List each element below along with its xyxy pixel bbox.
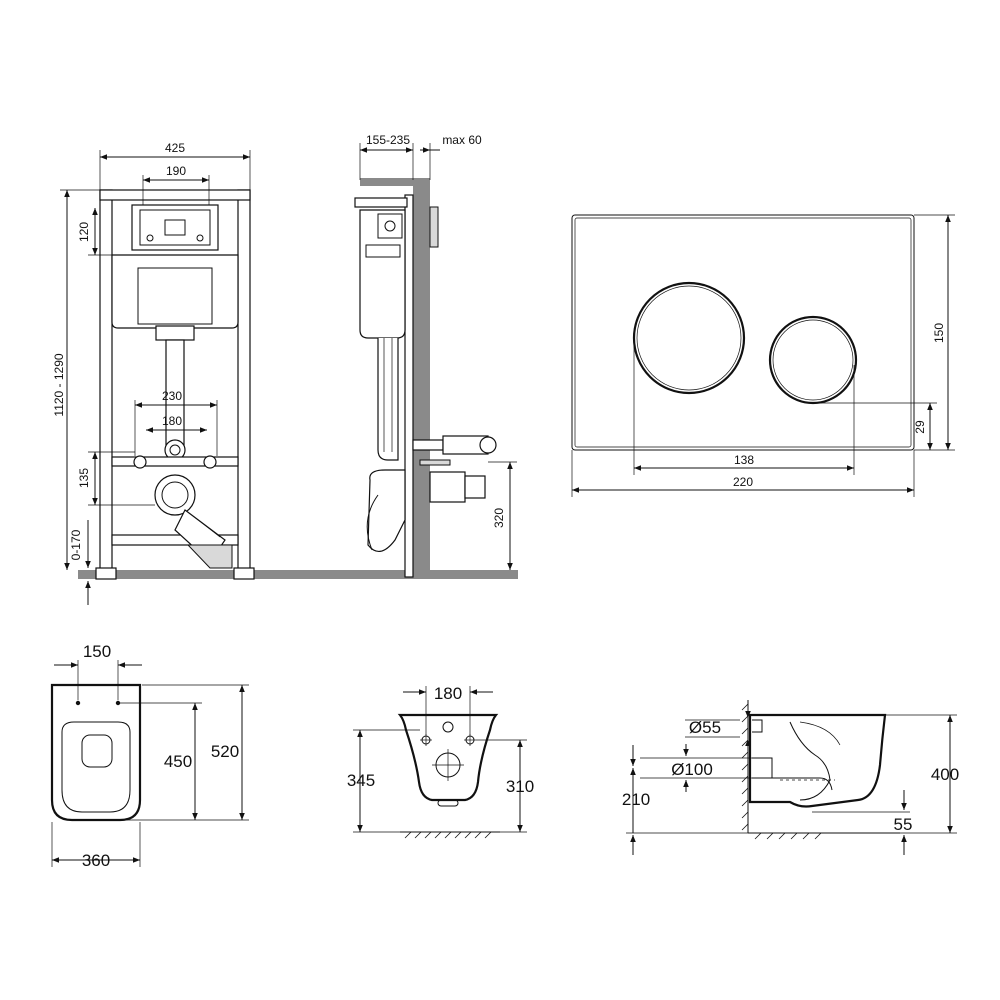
frame-front-view: 425 190 1120 - 1290 120 230 180 135 0-17…	[52, 141, 518, 605]
plate-height-label: 150	[932, 323, 946, 343]
bolt-outer-spacing-label: 230	[162, 389, 182, 403]
drain-bend	[367, 469, 406, 552]
outlet-height-side-label: 210	[622, 790, 650, 809]
leg-adjust-label: 0-170	[69, 529, 83, 560]
button-span-label: 138	[734, 453, 754, 467]
frame-side-view: 155-235 max 60 320	[354, 133, 517, 578]
bowl-top-view: 150 450 520 360	[50, 642, 249, 870]
bowl-inner-length-label: 450	[164, 752, 192, 771]
flush-plate	[571, 214, 915, 451]
top-offset-label: 120	[77, 222, 91, 242]
flush-opening	[131, 204, 219, 251]
bowl-bottom-label: 55	[894, 815, 913, 834]
outlet-height-label: 320	[492, 508, 506, 528]
frame-bottom-rail	[111, 534, 239, 546]
plate-width-label: 220	[733, 475, 753, 489]
bowl-rear-view: 180 345 310	[347, 684, 534, 839]
bowl-side-view: Ø55 Ø100 210 400 55	[622, 700, 959, 855]
frame-top-rail	[99, 189, 251, 201]
frame-depth-label: 155-235	[366, 133, 410, 147]
frame-right-upright	[237, 189, 251, 573]
flush-button-large	[632, 281, 746, 395]
bolt-height-label: 135	[77, 468, 91, 488]
outlet-diameter-label: Ø100	[671, 760, 713, 779]
cistern-side	[359, 209, 406, 339]
cistern	[111, 254, 239, 329]
bolt-inner-spacing-label: 180	[162, 414, 182, 428]
bowl-outline-top	[50, 683, 142, 822]
bowl-width-label: 360	[82, 851, 110, 870]
rear-hole-spacing-label: 180	[434, 684, 462, 703]
waste-outlet	[154, 474, 196, 516]
frame-width-label: 425	[165, 141, 185, 155]
cistern-width-label: 190	[166, 164, 186, 178]
inlet-diameter-label: Ø55	[689, 718, 721, 737]
flush-button-small	[768, 315, 858, 405]
flush-pipe-side	[377, 338, 399, 461]
bowl-total-length-label: 520	[211, 742, 239, 761]
wall	[413, 185, 430, 577]
button-offset-label: 29	[913, 420, 927, 434]
rear-height-right-label: 310	[506, 777, 534, 796]
panel-depth-label: max 60	[442, 133, 482, 147]
bowl-outline-side	[748, 713, 887, 808]
bowl-hole-spacing-label: 150	[83, 642, 111, 661]
bowl-height-label: 400	[931, 765, 959, 784]
rear-height-left-label: 345	[347, 771, 375, 790]
flush-plate-view: 138 220 150 29	[571, 214, 955, 497]
floor-line	[78, 570, 518, 579]
frame-height-label: 1120 - 1290	[52, 353, 66, 416]
frame-left-upright	[99, 189, 113, 573]
